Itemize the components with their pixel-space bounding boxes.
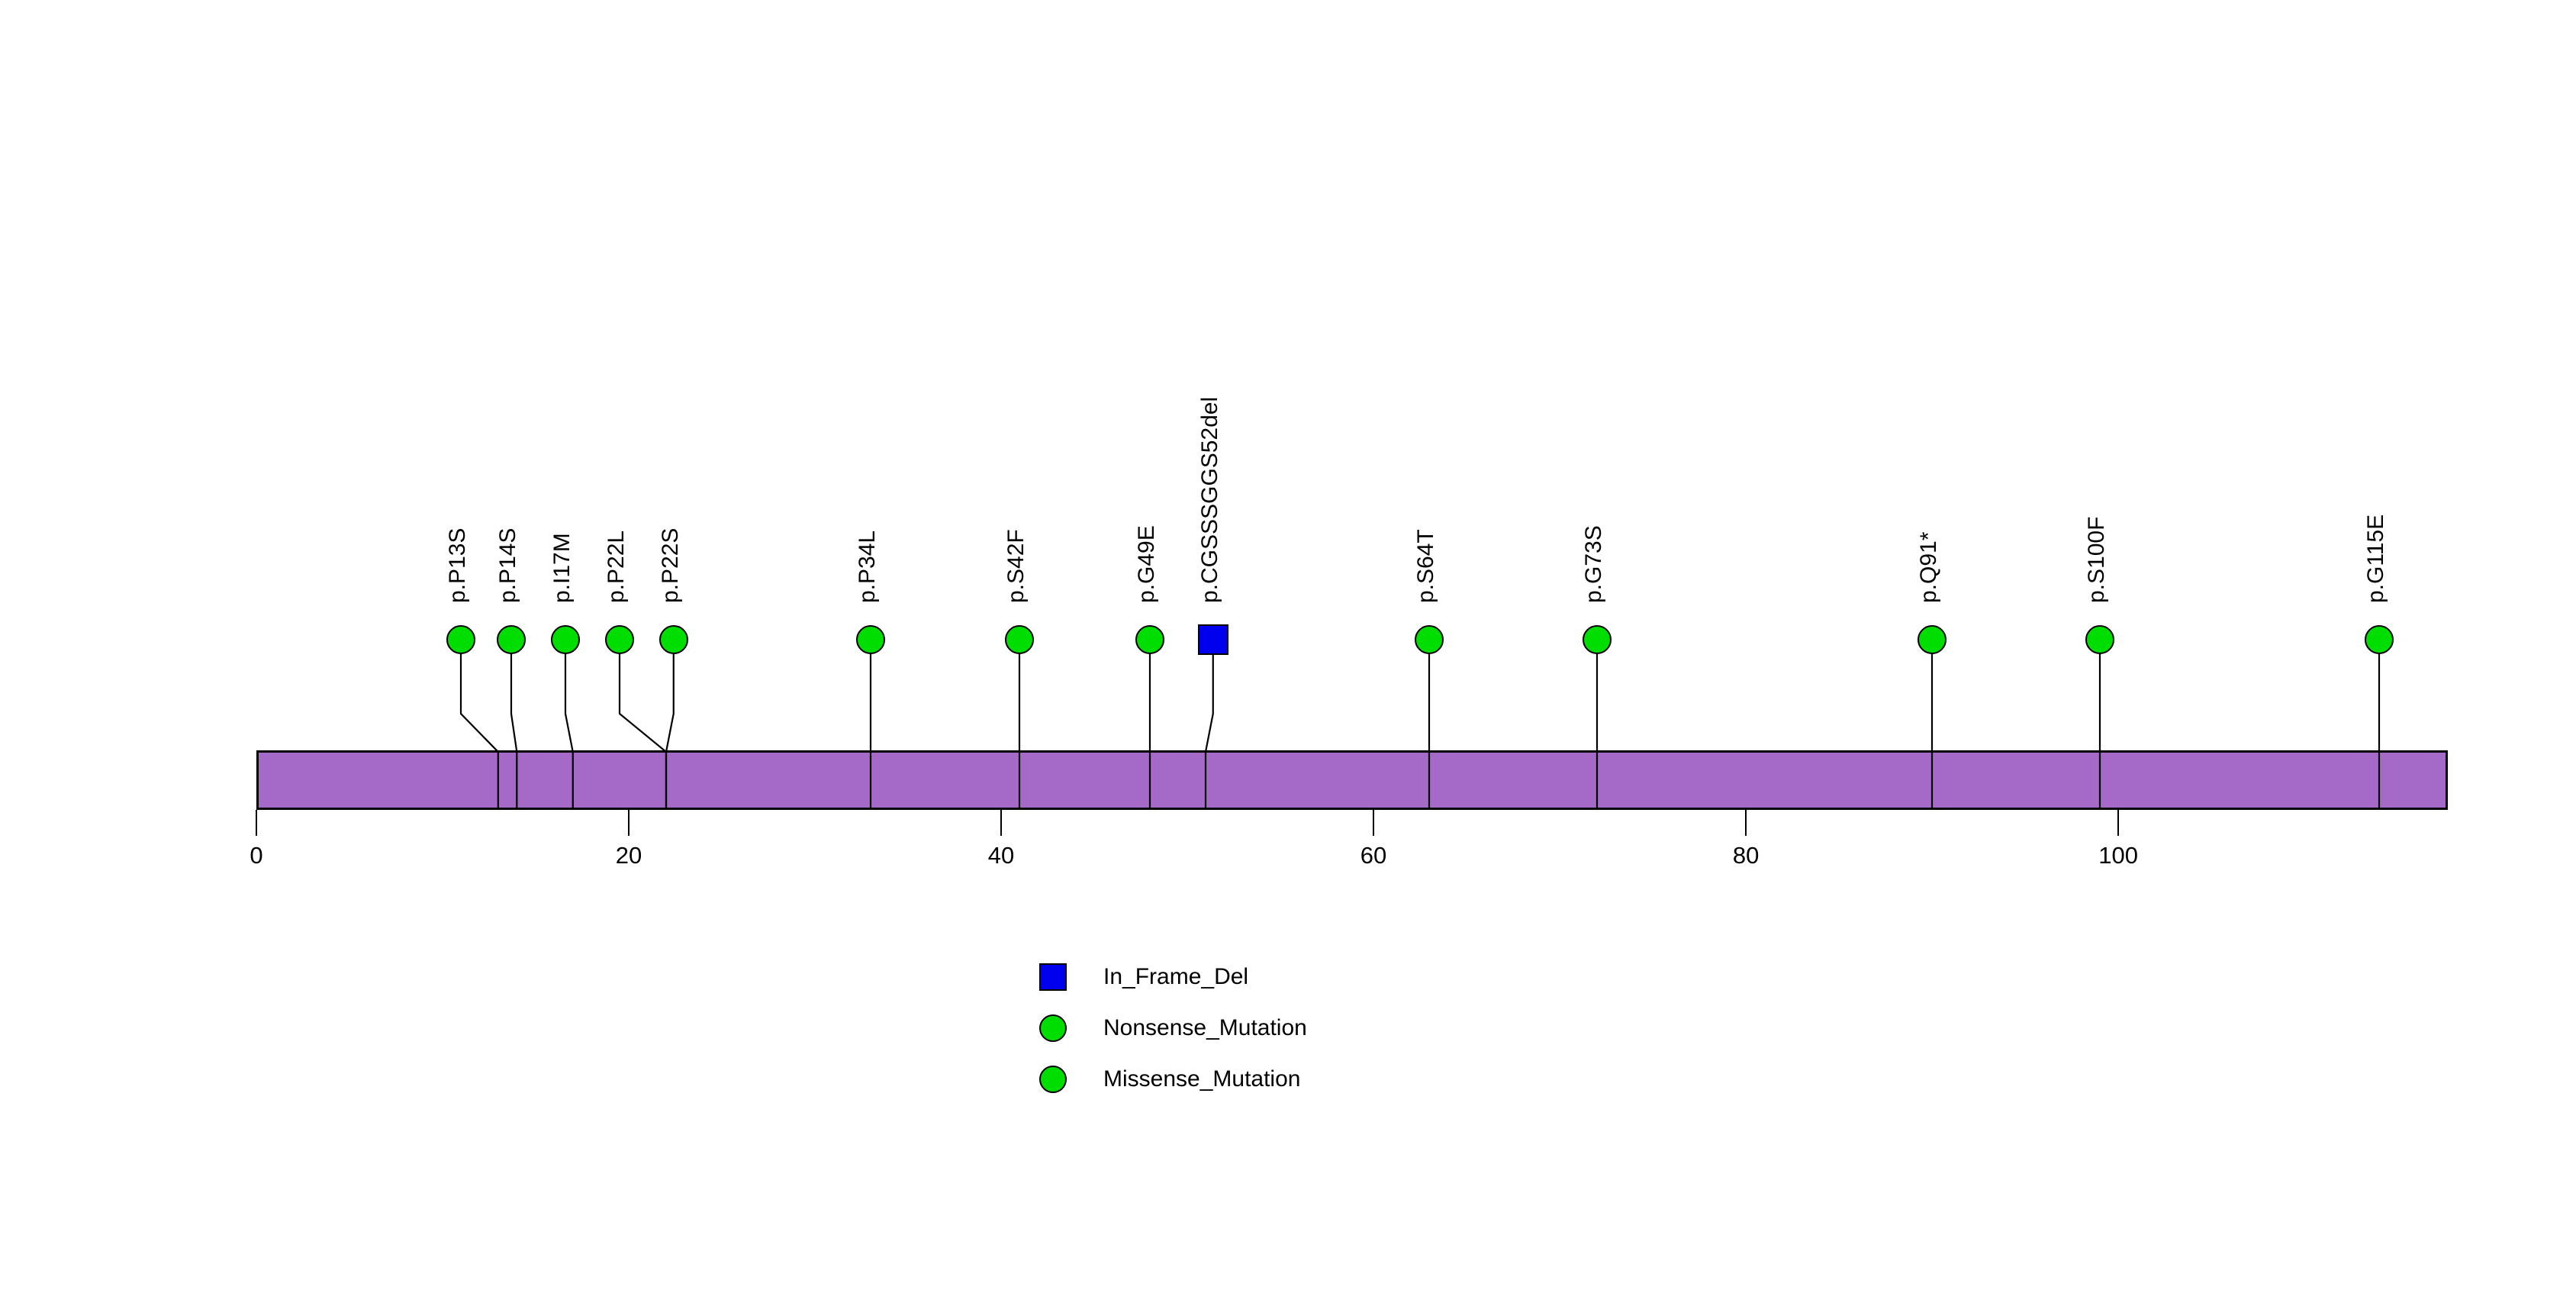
axis-tick-40 — [1000, 810, 1003, 836]
lollipop-stem — [1589, 653, 1605, 810]
axis-tick-label: 0 — [250, 842, 263, 869]
axis-tick-100 — [2117, 810, 2120, 836]
axis-tick-label: 40 — [987, 842, 1015, 869]
legend-item-In_Frame_Del[interactable]: In_Frame_Del — [1039, 963, 1248, 991]
legend-swatch-circle-icon — [1039, 1066, 1067, 1093]
mutation-label: p.S100F — [2083, 516, 2109, 603]
mutation-label: p.P22L — [603, 530, 629, 603]
lollipop-stem — [504, 653, 524, 810]
lollipop-stem — [1422, 653, 1437, 810]
axis-tick-label: 20 — [615, 842, 642, 869]
lollipop-stem — [1924, 653, 1940, 810]
legend-swatch-circle-icon — [1039, 1014, 1067, 1042]
mutation-label: p.G49E — [1134, 525, 1160, 603]
mutation-marker-pP13S[interactable] — [446, 625, 476, 654]
mutation-marker-pG73S[interactable] — [1582, 625, 1612, 654]
lollipop-stem — [2372, 653, 2387, 810]
lollipop-stem — [863, 653, 878, 810]
mutation-label: p.P34L — [855, 530, 881, 603]
mutation-marker-pG115E[interactable] — [2364, 625, 2394, 654]
axis-tick-60 — [1373, 810, 1375, 836]
legend-label: Missense_Mutation — [1103, 1066, 1301, 1092]
axis-tick-label: 100 — [2098, 842, 2138, 869]
lollipop-stem — [453, 653, 506, 810]
mutation-label: p.P13S — [445, 527, 471, 603]
mutation-label: p.I17M — [549, 533, 575, 603]
mutation-marker-pS100F[interactable] — [2085, 625, 2114, 654]
mutation-label: p.G115E — [2362, 514, 2388, 603]
lollipop-stem — [1142, 653, 1158, 810]
mutation-label: p.P22S — [657, 527, 683, 603]
mutation-label: p.S64T — [1413, 529, 1439, 603]
axis-tick-20 — [628, 810, 630, 836]
mutation-marker-pS64T[interactable] — [1415, 625, 1444, 654]
mutation-marker-pI17M[interactable] — [551, 625, 581, 654]
mutation-marker-pP34L[interactable] — [856, 625, 886, 654]
mutation-marker-pP22L[interactable] — [604, 625, 634, 654]
axis-tick-label: 60 — [1360, 842, 1387, 869]
legend-label: In_Frame_Del — [1103, 964, 1249, 989]
mutation-marker-pG49E[interactable] — [1135, 625, 1165, 654]
lollipop-stem — [1012, 653, 1027, 810]
lollipop-stem — [1198, 653, 1221, 810]
mutation-marker-pP14S[interactable] — [497, 625, 526, 654]
lollipop-stem — [2092, 653, 2107, 810]
mutation-marker-pP22S[interactable] — [658, 625, 688, 654]
lollipop-stem — [658, 653, 681, 810]
axis-tick-80 — [1745, 810, 1747, 836]
mutation-marker-pS42F[interactable] — [1005, 625, 1035, 654]
legend-label: Nonsense_Mutation — [1103, 1015, 1307, 1040]
mutation-label: p.CGSSSGGS52del — [1197, 396, 1223, 603]
mutation-label: p.Q91* — [1916, 531, 1942, 603]
mutation-label: p.P14S — [495, 527, 521, 603]
protein-backbone-bar — [256, 750, 2448, 810]
legend-item-Missense_Mutation[interactable]: Missense_Mutation — [1039, 1066, 1300, 1093]
mutation-label: p.S42F — [1003, 529, 1029, 603]
axis-tick-label: 80 — [1732, 842, 1760, 869]
mutation-marker-pQ91[interactable] — [1918, 625, 1947, 654]
mutation-label: p.G73S — [1580, 525, 1606, 603]
lollipop-stem — [558, 653, 581, 810]
legend-item-Nonsense_Mutation[interactable]: Nonsense_Mutation — [1039, 1014, 1307, 1042]
legend-swatch-square-icon — [1039, 963, 1067, 991]
axis-tick-0 — [256, 810, 257, 836]
mutation-marker-pCGSSSGGS52del[interactable] — [1198, 624, 1229, 655]
